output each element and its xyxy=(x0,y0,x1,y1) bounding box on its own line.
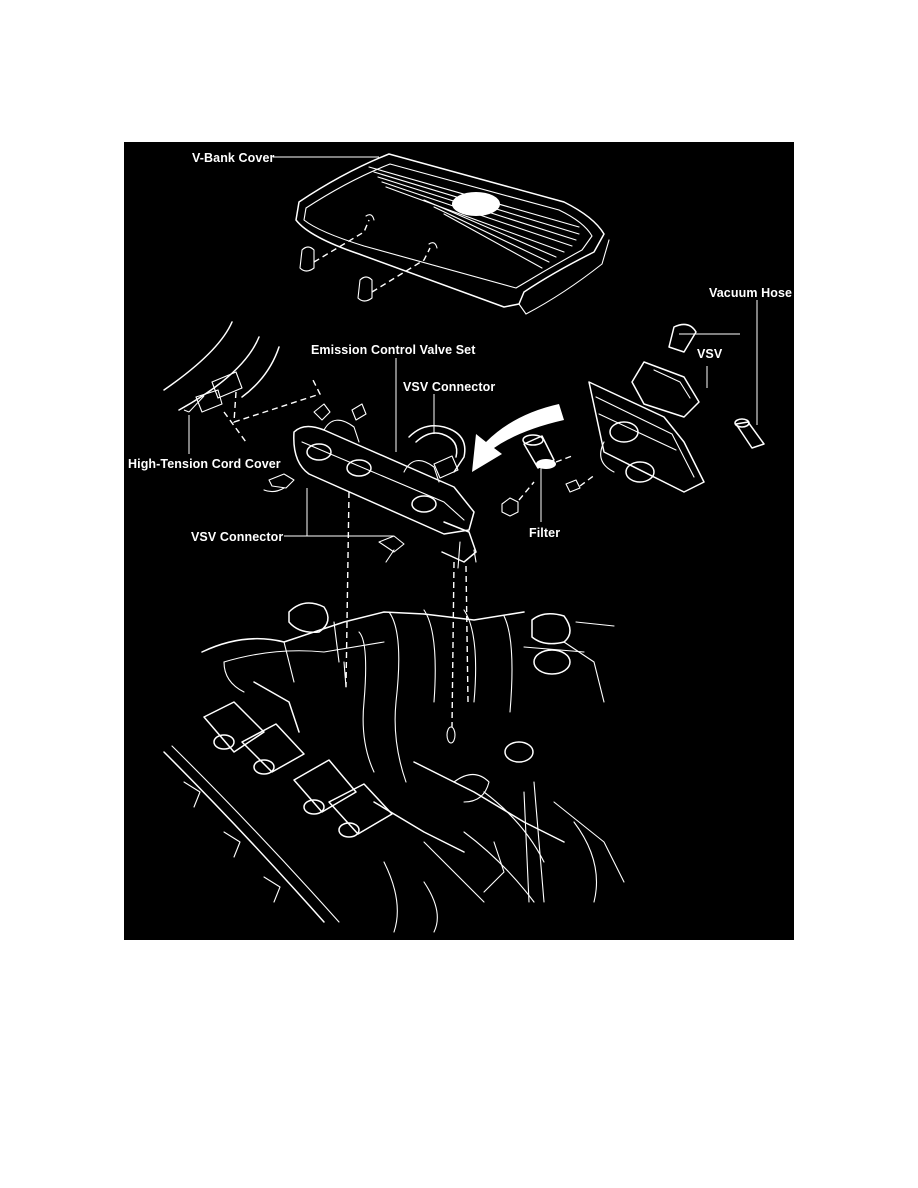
vsv-connector-label-top: VSV Connector xyxy=(403,380,496,394)
vacuum-hose-label: Vacuum Hose xyxy=(709,286,793,300)
high-tension-cord-cover-part xyxy=(163,321,321,443)
engine-block xyxy=(163,602,625,933)
v-bank-cover-part xyxy=(295,153,610,315)
engine-line-art xyxy=(163,153,765,933)
exploded-view-diagram: V-Bank Cover Vacuum Hose Emission Contro… xyxy=(124,142,794,940)
v-bank-cover-label: V-Bank Cover xyxy=(192,151,275,165)
emission-control-valve-set-part xyxy=(263,403,535,569)
vsv-label: VSV xyxy=(697,347,723,361)
high-tension-cord-cover-label: High-Tension Cord Cover xyxy=(128,457,281,471)
leader-lines xyxy=(183,156,758,537)
filter-part xyxy=(522,434,597,493)
emission-control-valve-set-label: Emission Control Valve Set xyxy=(311,343,476,357)
vsv-assembly-part xyxy=(588,323,765,493)
install-arrow xyxy=(472,404,564,472)
vsv-connector-label-bottom: VSV Connector xyxy=(191,530,284,544)
filter-label: Filter xyxy=(529,526,561,540)
